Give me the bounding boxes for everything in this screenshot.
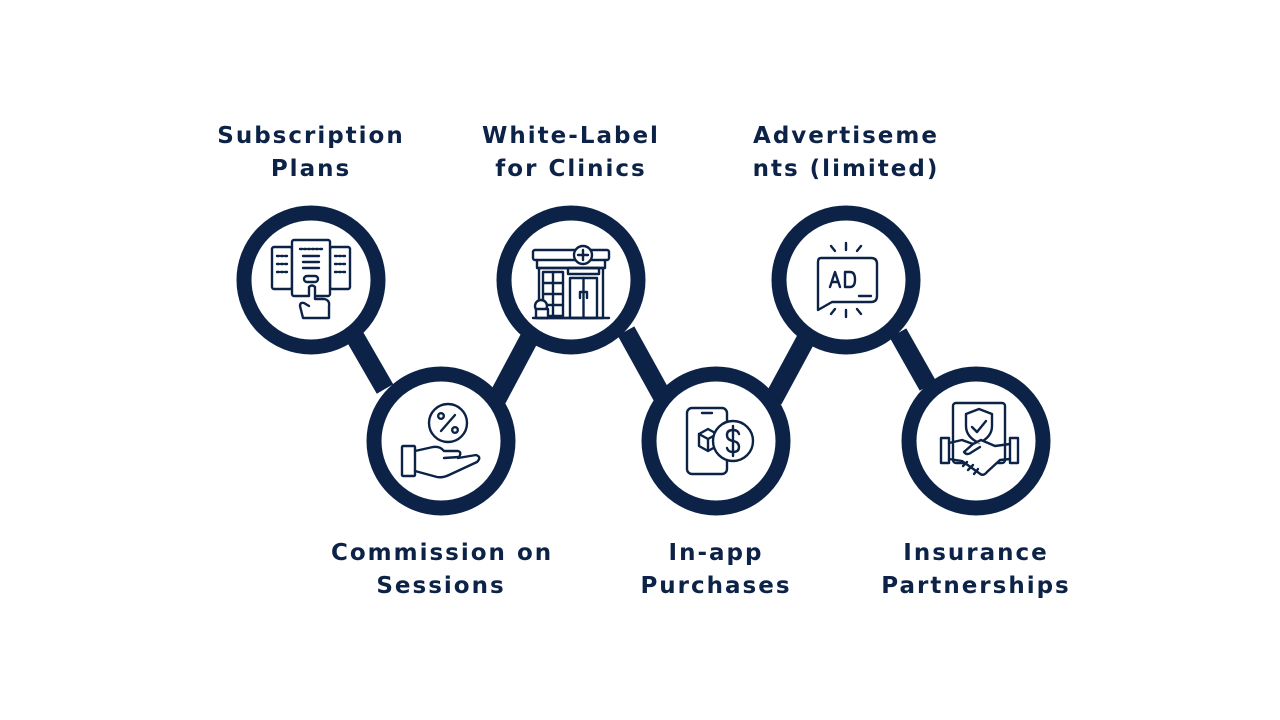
connector-line [889,328,937,391]
step-label-line: Sessions [376,573,506,599]
step-label-subscription-plans: Subscription Plans [201,120,421,186]
connector-line [346,332,394,394]
step-label-line: In-app [668,540,764,566]
phone-box-dollar-icon [685,406,755,476]
step-label-in-app-purchases: In-app Purchases [606,537,826,603]
step-label-line: nts (limited) [752,156,940,182]
shield-handshake-icon [939,401,1020,476]
percent-hand-icon [400,402,481,479]
step-label-line: Commission on [331,540,554,566]
connector-line [764,334,815,405]
step-label-line: Plans [270,156,352,182]
zigzag-connectors [346,326,937,405]
step-label-advertisements: Advertiseme nts (limited) [736,120,956,186]
step-label-line: Subscription [217,123,405,149]
step-label-line: White-Label [482,123,660,149]
step-label-commission: Commission on Sessions [331,537,551,603]
step-label-line: Advertiseme [753,123,939,149]
step-label-line: Purchases [640,573,792,599]
pricing-plans-tap-icon [270,238,352,320]
step-label-white-label: White-Label for Clinics [461,120,681,186]
connector-line [617,326,671,401]
step-label-line: Partnerships [881,573,1071,599]
step-label-line: for Clinics [495,156,647,182]
clinic-building-icon [531,244,611,320]
connector-line [488,332,539,404]
step-label-insurance: Insurance Partnerships [866,537,1086,603]
ad-speech-bubble-icon [816,241,879,319]
step-label-line: Insurance [903,540,1049,566]
